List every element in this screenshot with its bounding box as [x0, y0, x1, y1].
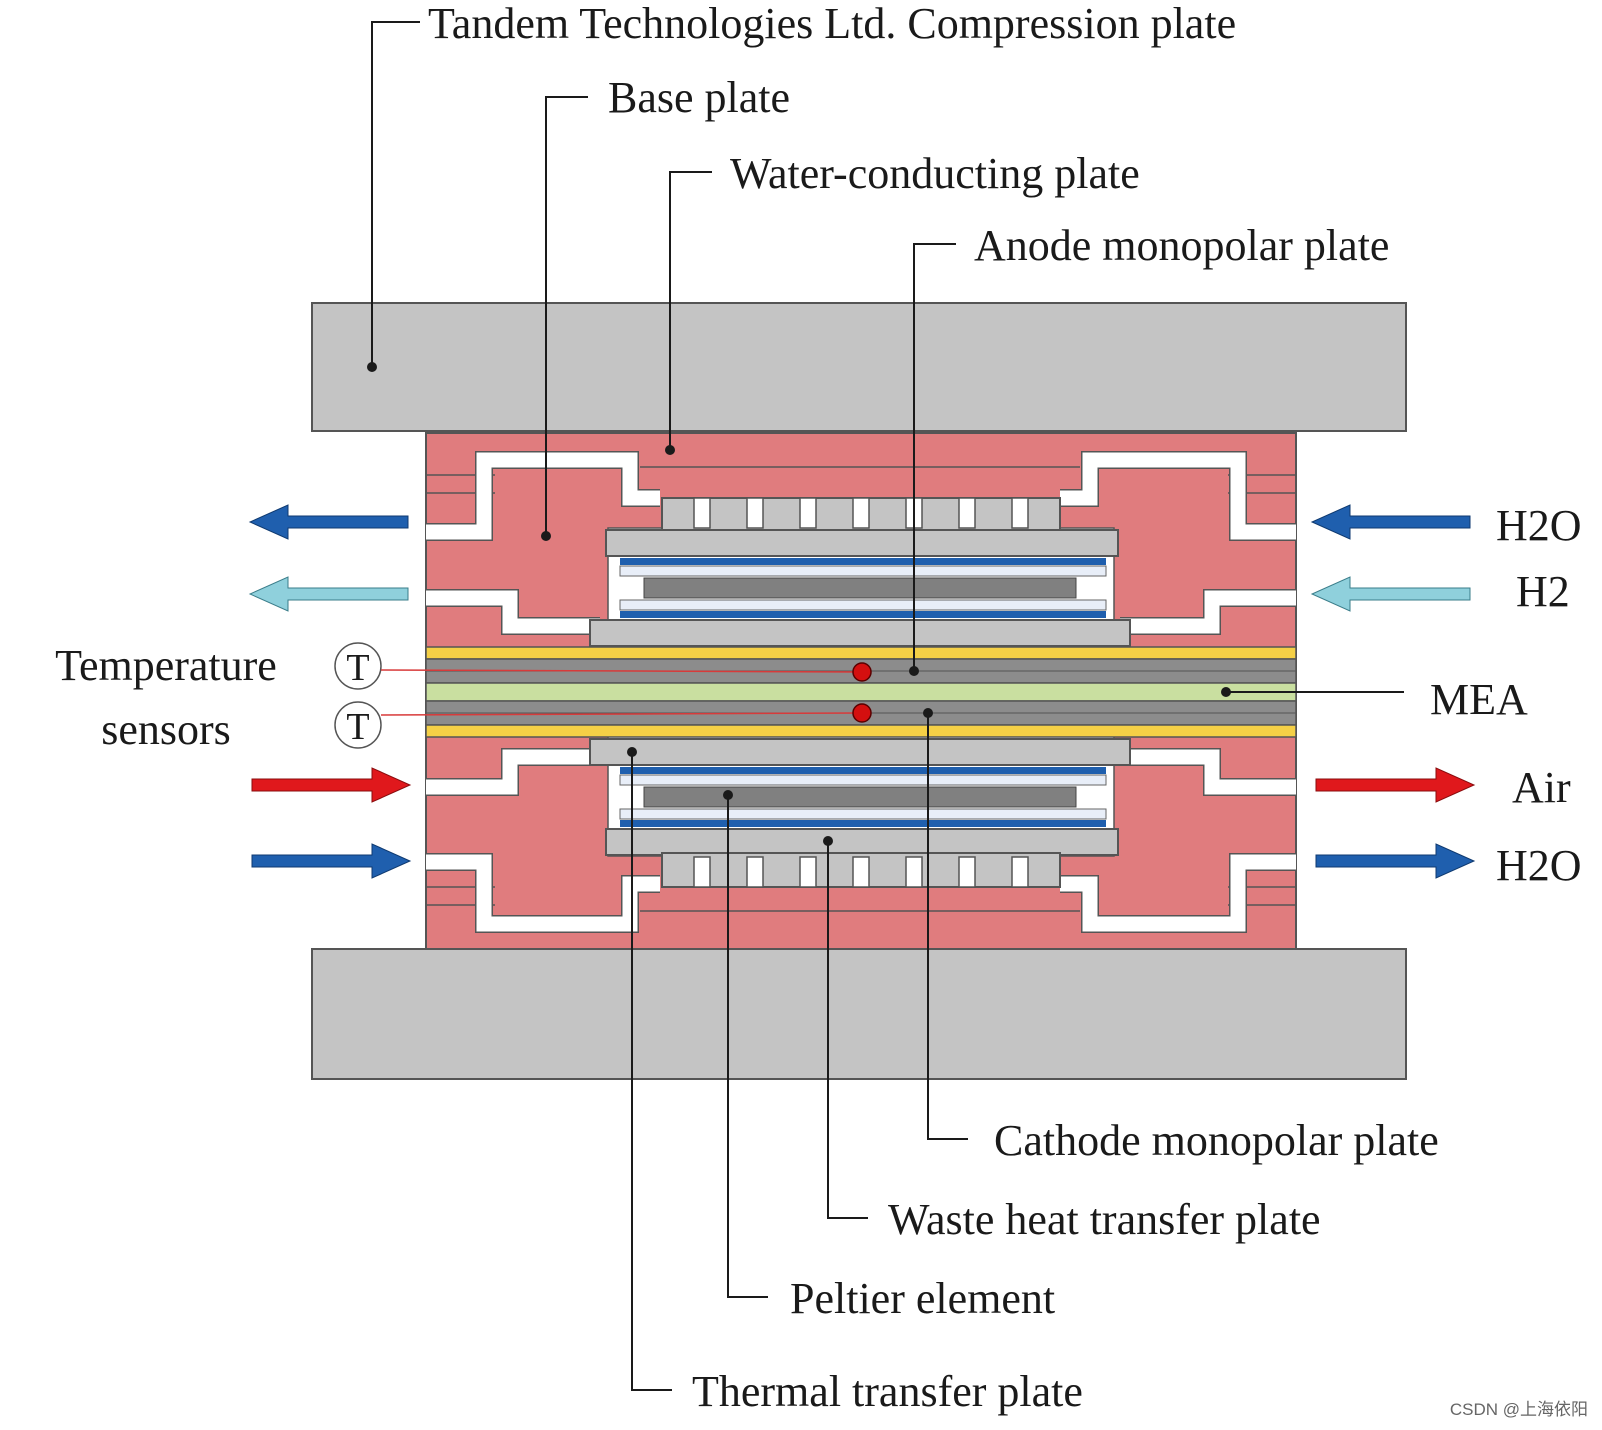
left-bottom-water-channel-inner	[426, 854, 660, 932]
upper-waste-heat-transfer-plate	[605, 497, 1119, 557]
lower-waste-heat-transfer-plate	[605, 828, 1119, 888]
right-h2-in-arrow	[1310, 576, 1471, 612]
label-temperature-sensors-line2: sensors	[101, 705, 231, 754]
label-cathode-monopolar-plate: Cathode monopolar plate	[994, 1116, 1439, 1165]
lower-thin-plate-2b	[619, 808, 1107, 820]
upper-thin-plate-1b	[619, 565, 1107, 577]
flow-label-h2o-out: H2O	[1496, 841, 1582, 890]
left-h2-channel-inner	[426, 590, 600, 634]
temperature-sensor-1: T	[334, 642, 872, 690]
label-waste-heat-transfer-plate: Waste heat transfer plate	[888, 1195, 1321, 1244]
bottom-compression-plate	[311, 948, 1407, 1080]
leader-peltier-element	[727, 795, 768, 1298]
left-h2o-out-arrow	[248, 504, 409, 540]
mea-membrane	[425, 682, 1297, 702]
left-air-in-arrow	[251, 767, 412, 803]
lower-thermal-transfer-plate	[589, 738, 1131, 766]
lower-thin-plate-1	[620, 767, 1106, 774]
lower-thin-plate-2	[620, 820, 1106, 827]
anode-gdl	[425, 646, 1297, 660]
right-bottom-water-channel-inner	[1060, 854, 1296, 932]
leader-water-conducting-plate	[669, 171, 712, 450]
right-top-water-channel-inner	[1060, 452, 1296, 540]
label-temperature-sensors-line1: Temperature	[55, 641, 277, 690]
cathode-gdl	[425, 724, 1297, 738]
sensor-symbol-1: T	[346, 647, 369, 689]
right-h2o-in-arrow	[1310, 504, 1471, 540]
leader-base-plate	[545, 96, 588, 536]
lower-thin-plate-1b	[619, 774, 1107, 786]
upper-thin-plate-2	[620, 611, 1106, 618]
temperature-sensor-2: T	[334, 701, 872, 749]
leader-compression-plate	[371, 21, 420, 367]
label-thermal-transfer-plate: Thermal transfer plate	[692, 1367, 1083, 1416]
label-compression-plate: Tandem Technologies Ltd. Compression pla…	[428, 0, 1236, 48]
sensor-dot-1	[852, 662, 872, 682]
label-mea: MEA	[1430, 675, 1528, 724]
sensor-symbol-2: T	[346, 706, 369, 748]
right-air-out-arrow	[1315, 767, 1476, 803]
left-h2-out-arrow	[248, 576, 409, 612]
flow-label-air: Air	[1512, 763, 1571, 812]
left-air-channel-inner	[426, 749, 600, 795]
upper-thin-plate-2b	[619, 599, 1107, 611]
flow-label-h2o-in: H2O	[1496, 501, 1582, 550]
leader-anode-monopolar-plate	[913, 243, 956, 671]
top-compression-plate	[311, 302, 1407, 432]
label-base-plate: Base plate	[608, 73, 790, 122]
upper-peltier-element	[643, 577, 1077, 599]
leader-waste-heat-transfer-plate	[827, 841, 868, 1219]
leader-thermal-transfer-plate	[631, 752, 672, 1391]
upper-thermal-transfer-plate	[589, 619, 1131, 647]
right-h2o-out-arrow	[1315, 843, 1476, 879]
left-h2o-in-arrow	[251, 843, 412, 879]
flow-label-h2: H2	[1516, 567, 1570, 616]
label-water-conducting-plate: Water-conducting plate	[730, 149, 1140, 198]
right-h2-channel-inner	[1120, 590, 1296, 634]
right-air-channel-inner	[1120, 749, 1296, 795]
sensor-dot-2	[852, 703, 872, 723]
watermark: CSDN @上海依阳	[1450, 1400, 1588, 1419]
label-anode-monopolar-plate: Anode monopolar plate	[974, 221, 1389, 270]
label-peltier-element: Peltier element	[790, 1274, 1055, 1323]
lower-peltier-element	[643, 786, 1077, 808]
left-top-water-channel-inner	[426, 452, 660, 540]
leader-cathode-monopolar-plate	[927, 713, 968, 1140]
upper-thin-plate-1	[620, 558, 1106, 565]
